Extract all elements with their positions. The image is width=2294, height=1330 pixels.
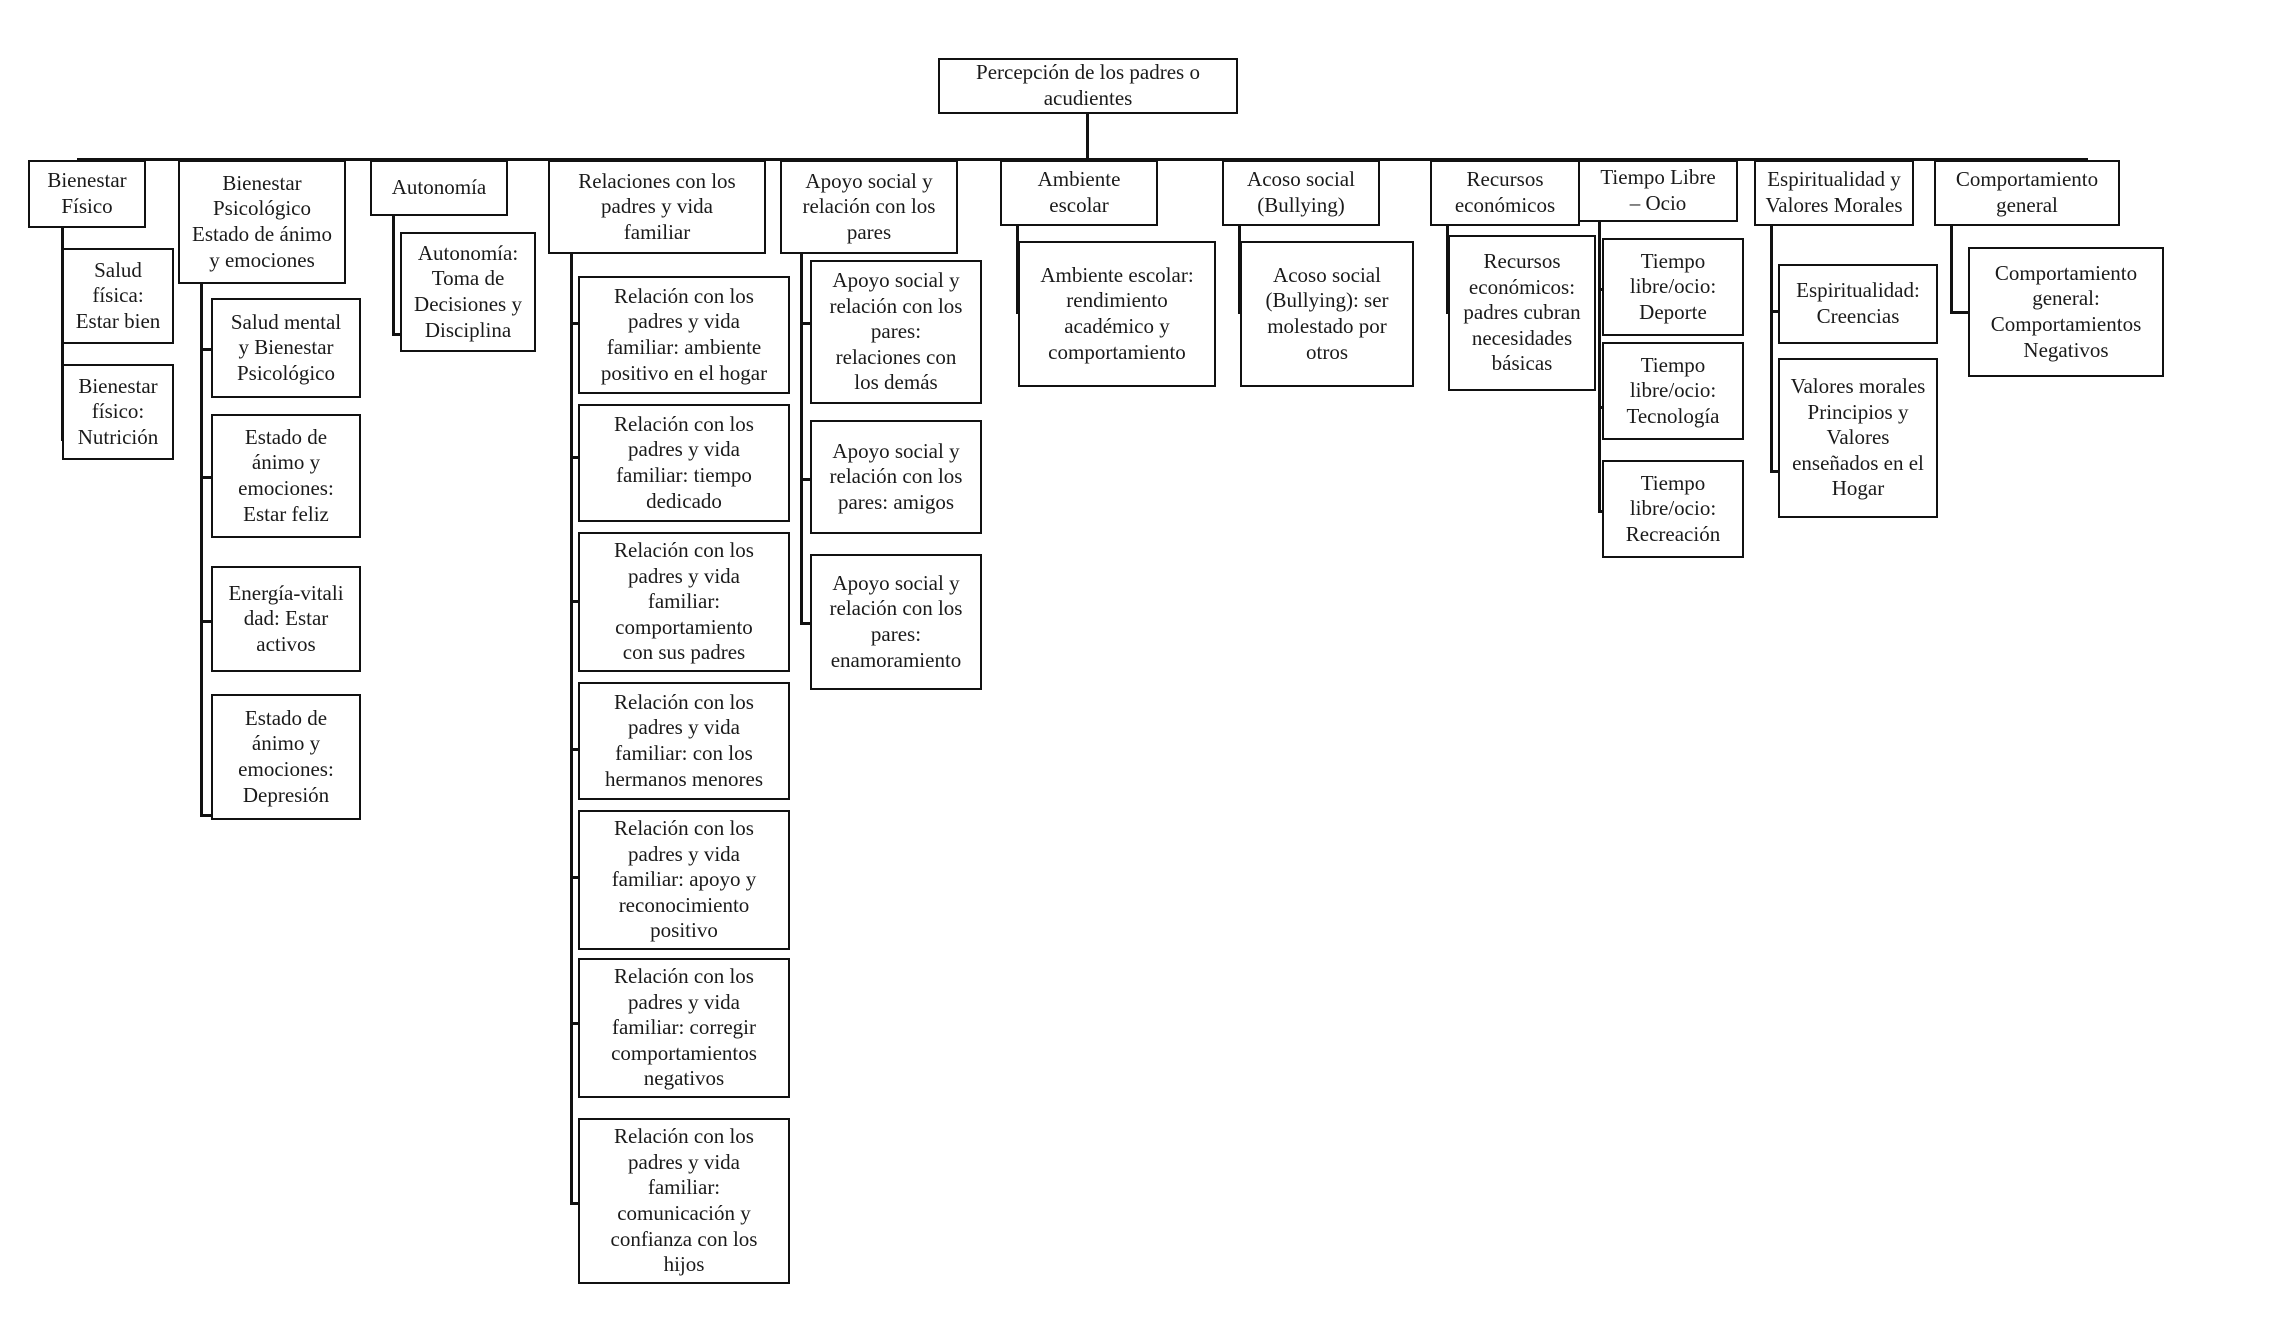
branch-label-tiempo-libre: Tiempo Libre – Ocio — [1600, 165, 1716, 215]
leaf-label-salud-fisica-estar-bien: Salud física: Estar bien — [75, 257, 161, 333]
leaf-label-apoyo-enamoramiento: Apoyo social y relación con los pares: e… — [829, 570, 963, 672]
branch-label-comportamiento-general: Comportamiento general — [1955, 167, 2099, 217]
leaf-node-rel-apoyo-reconocimiento: Relación con los padres y vida familiar:… — [578, 810, 790, 950]
leaf-node-bienestar-fisico-nutricion: Bienestar físico: Nutrición — [62, 364, 174, 460]
branch-node-bienestar-fisico: Bienestar Físico — [28, 160, 146, 228]
branch-label-acoso-social: Acoso social (Bullying) — [1247, 167, 1355, 217]
trunk-espiritualidad — [1770, 226, 1773, 472]
leaf-label-rel-comunicacion-confianza: Relación con los padres y vida familiar:… — [610, 1124, 758, 1277]
trunk-bienestar-psicologico — [200, 284, 203, 817]
leaf-label-energia-vitalidad: Energía-vitali dad: Estar activos — [228, 580, 344, 656]
root-node: Percepción de los padres o acudientes — [938, 58, 1238, 114]
leaf-label-rel-tiempo-dedicado: Relación con los padres y vida familiar:… — [614, 411, 754, 513]
leaf-label-tiempo-deporte: Tiempo libre/ocio: Deporte — [1629, 248, 1717, 324]
leaf-node-rel-hermanos-menores: Relación con los padres y vida familiar:… — [578, 682, 790, 800]
branch-label-ambiente-escolar: Ambiente escolar — [1037, 167, 1121, 217]
leaf-node-apoyo-relaciones-demas: Apoyo social y relación con los pares: r… — [810, 260, 982, 404]
stub-comportamiento-negativos — [1950, 311, 1970, 314]
leaf-node-rel-ambiente-positivo: Relación con los padres y vida familiar:… — [578, 276, 790, 394]
trunk-tiempo-libre — [1598, 222, 1601, 512]
leaf-node-recursos-necesidades-basicas: Recursos económicos: padres cubran neces… — [1448, 235, 1596, 391]
leaf-node-comportamiento-negativos: Comportamiento general: Comportamientos … — [1968, 247, 2164, 377]
leaf-node-rel-comunicacion-confianza: Relación con los padres y vida familiar:… — [578, 1118, 790, 1284]
leaf-label-autonomia-toma-decisiones: Autonomía: Toma de Decisiones y Discipli… — [414, 240, 522, 342]
leaf-label-estar-feliz: Estado de ánimo y emociones: Estar feliz — [238, 424, 334, 526]
level1-bus-line — [77, 158, 2088, 161]
leaf-node-depresion: Estado de ánimo y emociones: Depresión — [211, 694, 361, 820]
branch-label-recursos-economicos: Recursos económicos — [1454, 167, 1556, 217]
stub-salud-mental — [200, 348, 218, 351]
leaf-node-estar-feliz: Estado de ánimo y emociones: Estar feliz — [211, 414, 361, 538]
trunk-autonomia — [392, 216, 395, 336]
branch-label-relaciones-padres: Relaciones con los padres y vida familia… — [578, 168, 736, 244]
leaf-label-apoyo-amigos: Apoyo social y relación con los pares: a… — [829, 438, 963, 514]
leaf-node-salud-fisica-estar-bien: Salud física: Estar bien — [62, 248, 174, 344]
root-stem-line — [1086, 114, 1089, 160]
branch-node-apoyo-social: Apoyo social y relación con los pares — [780, 160, 958, 254]
stub-estar-feliz — [200, 476, 218, 479]
leaf-node-energia-vitalidad: Energía-vitali dad: Estar activos — [211, 566, 361, 672]
stub-energia-vitalidad — [200, 620, 218, 623]
stub-depresion — [200, 814, 218, 817]
leaf-label-acoso-ser-molestado: Acoso social (Bullying): ser molestado p… — [1265, 262, 1389, 364]
leaf-node-apoyo-enamoramiento: Apoyo social y relación con los pares: e… — [810, 554, 982, 690]
branch-label-espiritualidad: Espiritualidad y Valores Morales — [1765, 167, 1903, 217]
branch-node-recursos-economicos: Recursos económicos — [1430, 160, 1580, 226]
branch-node-comportamiento-general: Comportamiento general — [1934, 160, 2120, 226]
leaf-label-recursos-necesidades-basicas: Recursos económicos: padres cubran neces… — [1463, 248, 1581, 376]
leaf-label-valores-morales-hogar: Valores morales Principios y Valores ens… — [1790, 373, 1926, 501]
leaf-node-apoyo-amigos: Apoyo social y relación con los pares: a… — [810, 420, 982, 534]
leaf-label-rel-corregir-negativos: Relación con los padres y vida familiar:… — [611, 963, 757, 1091]
leaf-label-rel-apoyo-reconocimiento: Relación con los padres y vida familiar:… — [611, 815, 757, 943]
branch-label-autonomia: Autonomía — [391, 175, 487, 200]
trunk-ambiente-escolar — [1016, 226, 1019, 314]
leaf-node-tiempo-deporte: Tiempo libre/ocio: Deporte — [1602, 238, 1744, 336]
branch-node-tiempo-libre: Tiempo Libre – Ocio — [1578, 160, 1738, 222]
branch-node-relaciones-padres: Relaciones con los padres y vida familia… — [548, 160, 766, 254]
leaf-label-rel-ambiente-positivo: Relación con los padres y vida familiar:… — [600, 283, 768, 385]
leaf-label-apoyo-relaciones-demas: Apoyo social y relación con los pares: r… — [829, 267, 963, 395]
trunk-apoyo-social — [800, 254, 803, 625]
stub-apoyo-relaciones-demas — [800, 322, 818, 325]
leaf-node-tiempo-tecnologia: Tiempo libre/ocio: Tecnología — [1602, 342, 1744, 440]
leaf-node-valores-morales-hogar: Valores morales Principios y Valores ens… — [1778, 358, 1938, 518]
branch-node-ambiente-escolar: Ambiente escolar — [1000, 160, 1158, 226]
trunk-comportamiento-general — [1950, 226, 1953, 314]
leaf-node-espiritualidad-creencias: Espiritualidad: Creencias — [1778, 264, 1938, 344]
leaf-node-ambiente-escolar-rendimiento: Ambiente escolar: rendimiento académico … — [1018, 241, 1216, 387]
stub-apoyo-enamoramiento — [800, 622, 818, 625]
leaf-label-depresion: Estado de ánimo y emociones: Depresión — [238, 705, 334, 807]
trunk-recursos-economicos — [1446, 226, 1449, 314]
leaf-label-bienestar-fisico-nutricion: Bienestar físico: Nutrición — [77, 373, 159, 449]
leaf-label-ambiente-escolar-rendimiento: Ambiente escolar: rendimiento académico … — [1040, 262, 1194, 364]
leaf-label-tiempo-recreacion: Tiempo libre/ocio: Recreación — [1625, 470, 1721, 546]
branch-label-bienestar-psicologico: Bienestar Psicológico Estado de ánimo y … — [192, 170, 332, 272]
leaf-node-rel-tiempo-dedicado: Relación con los padres y vida familiar:… — [578, 404, 790, 522]
leaf-label-rel-comportamiento-padres: Relación con los padres y vida familiar:… — [614, 537, 754, 665]
stub-apoyo-amigos — [800, 478, 818, 481]
branch-node-autonomia: Autonomía — [370, 160, 508, 216]
branch-label-bienestar-fisico: Bienestar Físico — [47, 168, 127, 218]
leaf-label-espiritualidad-creencias: Espiritualidad: Creencias — [1796, 278, 1920, 328]
leaf-label-salud-mental: Salud mental y Bienestar Psicológico — [230, 309, 342, 385]
leaf-node-salud-mental: Salud mental y Bienestar Psicológico — [211, 298, 361, 398]
leaf-label-tiempo-tecnologia: Tiempo libre/ocio: Tecnología — [1626, 352, 1720, 428]
leaf-node-tiempo-recreacion: Tiempo libre/ocio: Recreación — [1602, 460, 1744, 558]
leaf-node-rel-corregir-negativos: Relación con los padres y vida familiar:… — [578, 958, 790, 1098]
branch-label-apoyo-social: Apoyo social y relación con los pares — [802, 168, 936, 244]
branch-node-bienestar-psicologico: Bienestar Psicológico Estado de ánimo y … — [178, 160, 346, 284]
trunk-relaciones-padres — [570, 254, 573, 1205]
leaf-label-rel-hermanos-menores: Relación con los padres y vida familiar:… — [604, 689, 764, 791]
leaf-node-acoso-ser-molestado: Acoso social (Bullying): ser molestado p… — [1240, 241, 1414, 387]
leaf-label-comportamiento-negativos: Comportamiento general: Comportamientos … — [1990, 260, 2142, 362]
trunk-acoso-social — [1238, 226, 1241, 314]
leaf-node-autonomia-toma-decisiones: Autonomía: Toma de Decisiones y Discipli… — [400, 232, 536, 352]
leaf-node-rel-comportamiento-padres: Relación con los padres y vida familiar:… — [578, 532, 790, 672]
root-node-label: Percepción de los padres o acudientes — [976, 60, 1200, 110]
branch-node-acoso-social: Acoso social (Bullying) — [1222, 160, 1380, 226]
branch-node-espiritualidad: Espiritualidad y Valores Morales — [1754, 160, 1914, 226]
